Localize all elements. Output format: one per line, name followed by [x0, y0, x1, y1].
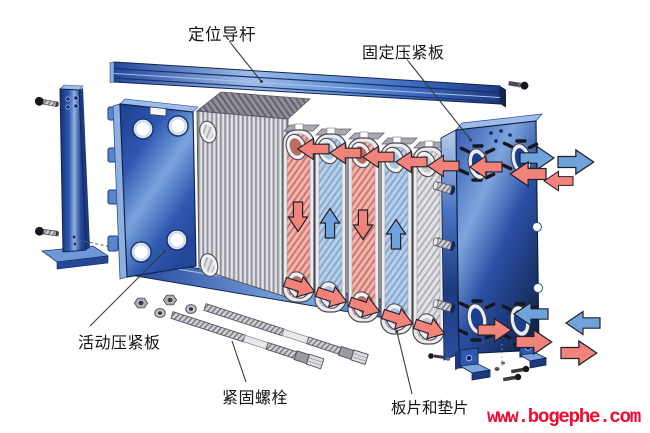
hex-nut-icon	[133, 297, 149, 309]
plate-hot-1	[282, 123, 320, 303]
label-plates-and-gaskets: 板片和垫片	[391, 400, 469, 417]
label-tightening-bolts: 紧固螺栓	[222, 390, 289, 407]
label-fixed-pressure-plate: 固定压紧板	[362, 45, 445, 62]
guide-rod-bolt-icon	[508, 81, 529, 90]
base-foot	[455, 347, 492, 381]
guide-rod	[109, 61, 529, 108]
column-bolt-icon	[35, 226, 59, 237]
rod-stub-icon	[432, 237, 456, 251]
washer-icon	[185, 304, 197, 314]
plate-port-hole	[130, 115, 189, 263]
hex-nut-icon	[162, 294, 178, 306]
rod-stub-icon	[432, 181, 456, 195]
support-column	[34, 84, 134, 270]
leader-lines	[89, 40, 473, 395]
washer-icon	[154, 308, 166, 318]
label-guide-rod: 定位导杆	[188, 25, 256, 44]
label-movable-pressure-plate: 活动压紧板	[78, 335, 161, 352]
column-bolt-icon	[34, 96, 59, 107]
watermark-url: www.bogephe.com	[487, 406, 641, 428]
rod-stub-icon	[432, 299, 456, 313]
plate-hot-2	[347, 131, 385, 323]
movable-pressure-plate	[107, 98, 199, 280]
foot-bolt-icon	[428, 344, 530, 382]
tightening-bolts	[133, 294, 369, 370]
